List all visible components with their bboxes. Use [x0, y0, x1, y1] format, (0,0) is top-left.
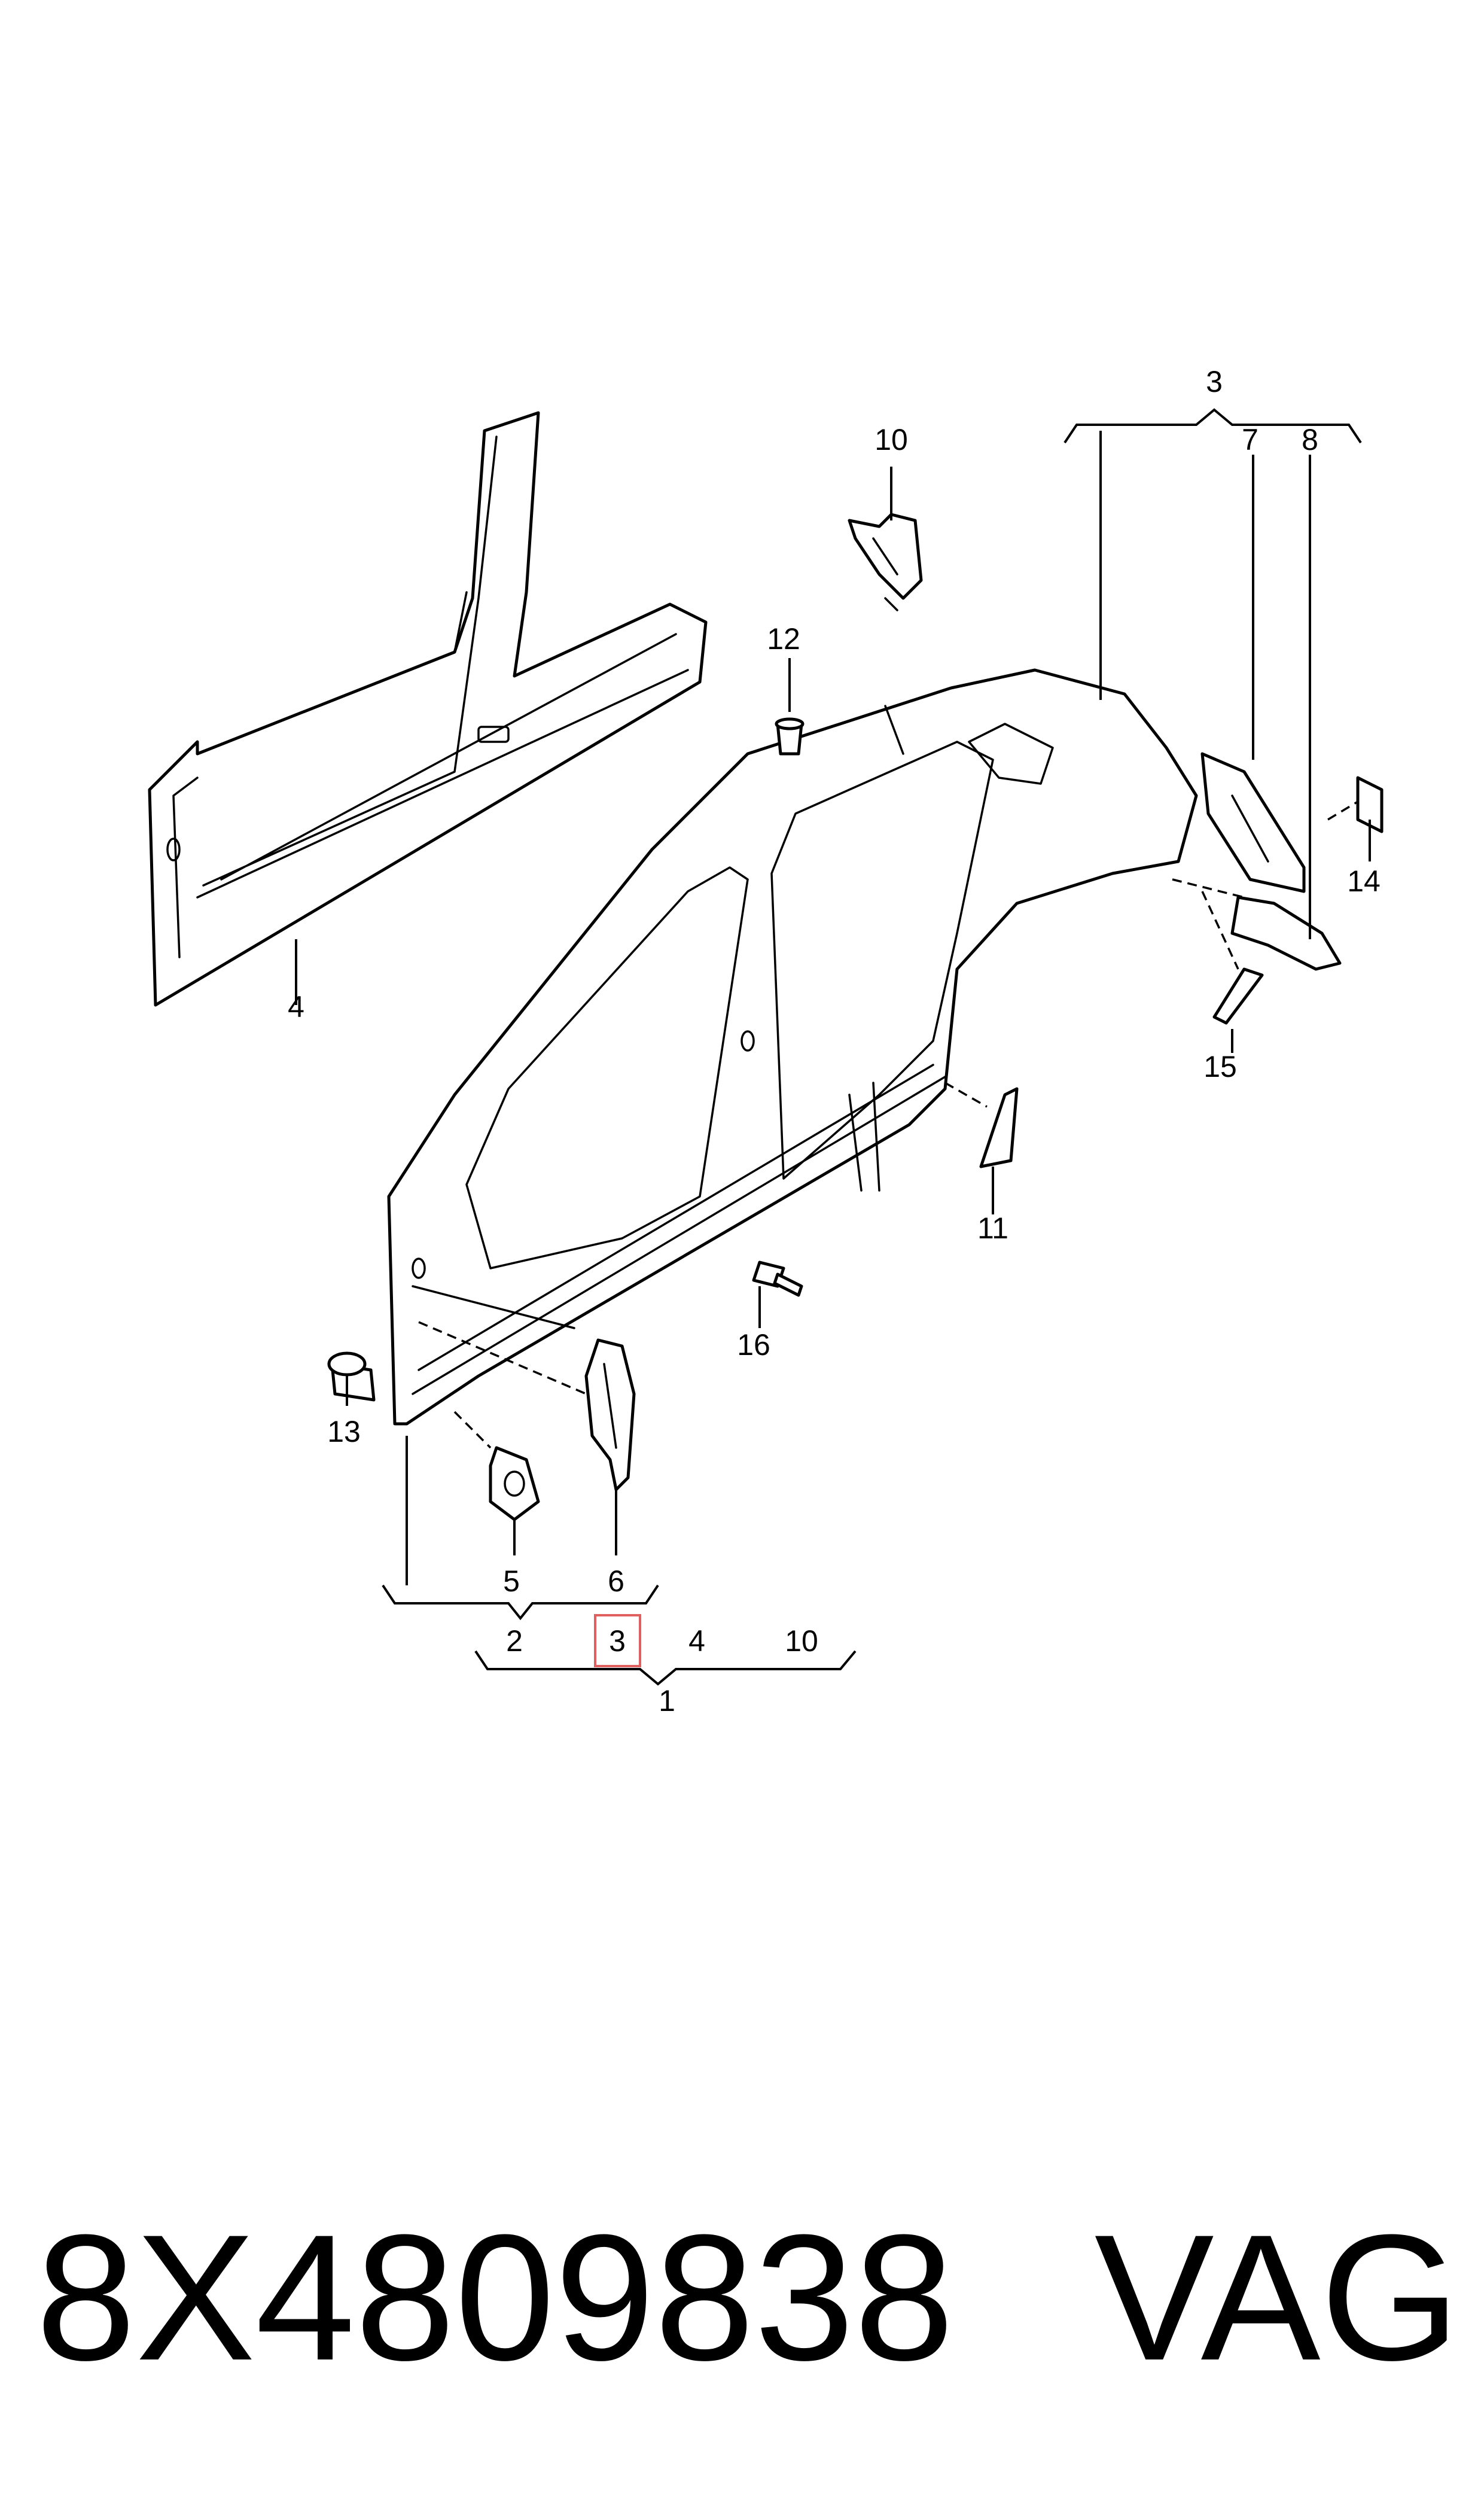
callout-5: 5 [503, 1564, 520, 1598]
callout-16: 16 [737, 1328, 770, 1362]
bracket-part-5 [489, 1446, 540, 1521]
callout-2: 2 [506, 1624, 523, 1658]
brand-label: VAG [1094, 2197, 1460, 2398]
pad-part-11 [979, 1087, 1019, 1168]
callout-1: 1 [659, 1684, 675, 1718]
assembly-dash-lines [418, 800, 1358, 1449]
reinforcement-part-6 [584, 1338, 636, 1491]
callout-4-top: 4 [288, 990, 304, 1024]
side-panel [387, 668, 1198, 1426]
callout-14: 14 [1347, 864, 1381, 898]
strip-part-15 [1212, 967, 1264, 1025]
bracket-part-7 [1200, 752, 1306, 893]
callout-15: 15 [1203, 1050, 1237, 1083]
callout-10-top: 10 [874, 423, 908, 456]
highlight-box [594, 1614, 641, 1667]
bracket-part-10 [848, 513, 923, 611]
leader-lines [295, 431, 1371, 1585]
callout-6: 6 [608, 1564, 624, 1598]
bushing-part-13 [327, 1351, 376, 1402]
callout-3-top: 3 [1206, 365, 1223, 398]
callout-12: 12 [767, 622, 800, 656]
callout-3-bottom: 3 [609, 1624, 626, 1658]
callout-11: 11 [977, 1211, 1008, 1245]
callout-labels: 4 10 12 3 7 8 14 15 11 16 13 5 6 2 3 4 1… [288, 365, 1381, 1718]
cap-part-14 [1356, 776, 1384, 833]
plug-part-12 [775, 717, 805, 756]
bolt-part-16 [752, 1260, 803, 1297]
callout-10-bottom: 10 [785, 1624, 818, 1658]
inner-sill-panel [148, 411, 708, 1007]
assembly-braces [382, 408, 1362, 1686]
callout-4-bottom: 4 [688, 1624, 705, 1658]
callout-13: 13 [327, 1415, 361, 1448]
bracket-part-8 [1230, 896, 1342, 971]
callout-7: 7 [1242, 423, 1258, 456]
part-number: 8X4809838 [36, 2197, 954, 2398]
callout-8: 8 [1302, 423, 1318, 456]
